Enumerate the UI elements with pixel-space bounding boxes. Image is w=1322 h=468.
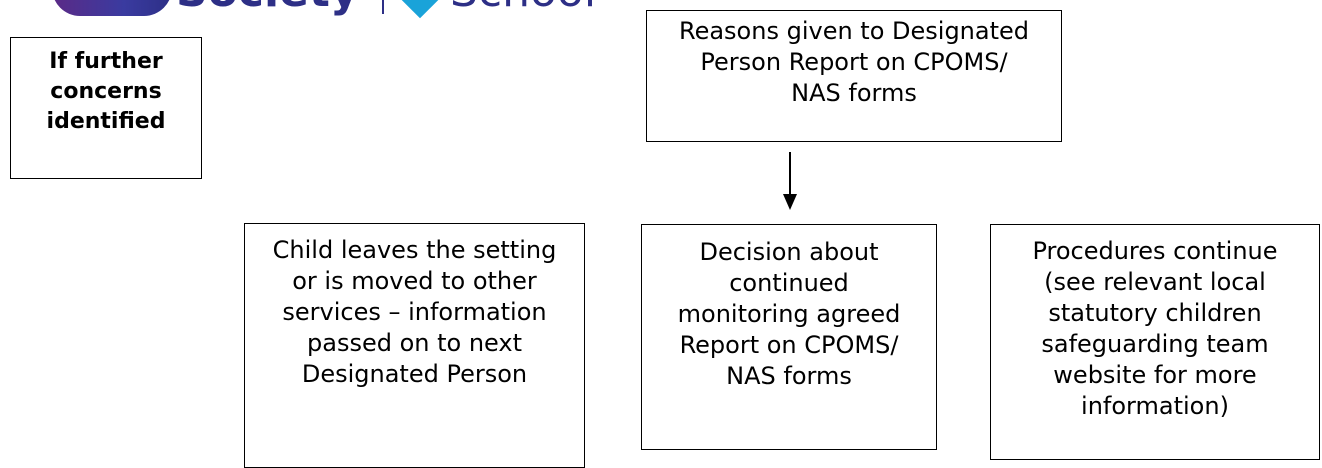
logo-divider [382, 0, 384, 14]
school-logo-text: School [450, 0, 596, 14]
further-concerns-label: If further concerns identified [46, 49, 166, 134]
procedures-box: Procedures continue (see relevant local … [990, 224, 1320, 460]
procedures-label: Procedures continue (see relevant local … [1032, 237, 1278, 420]
flow-arrow [783, 152, 797, 210]
decision-box: Decision about continued monitoring agre… [641, 224, 937, 450]
society-logo-text: Society [176, 0, 359, 14]
reasons-box: Reasons given to Designated Person Repor… [646, 10, 1062, 142]
school-shield-icon [391, 0, 449, 19]
society-logo-mark [52, 0, 172, 16]
arrow-head [783, 194, 797, 210]
reasons-label: Reasons given to Designated Person Repor… [678, 17, 1029, 107]
child-leaves-label: Child leaves the setting or is moved to … [272, 236, 557, 388]
child-leaves-box: Child leaves the setting or is moved to … [244, 223, 585, 468]
decision-label: Decision about continued monitoring agre… [677, 238, 901, 390]
further-concerns-box: If further concerns identified [10, 37, 202, 179]
